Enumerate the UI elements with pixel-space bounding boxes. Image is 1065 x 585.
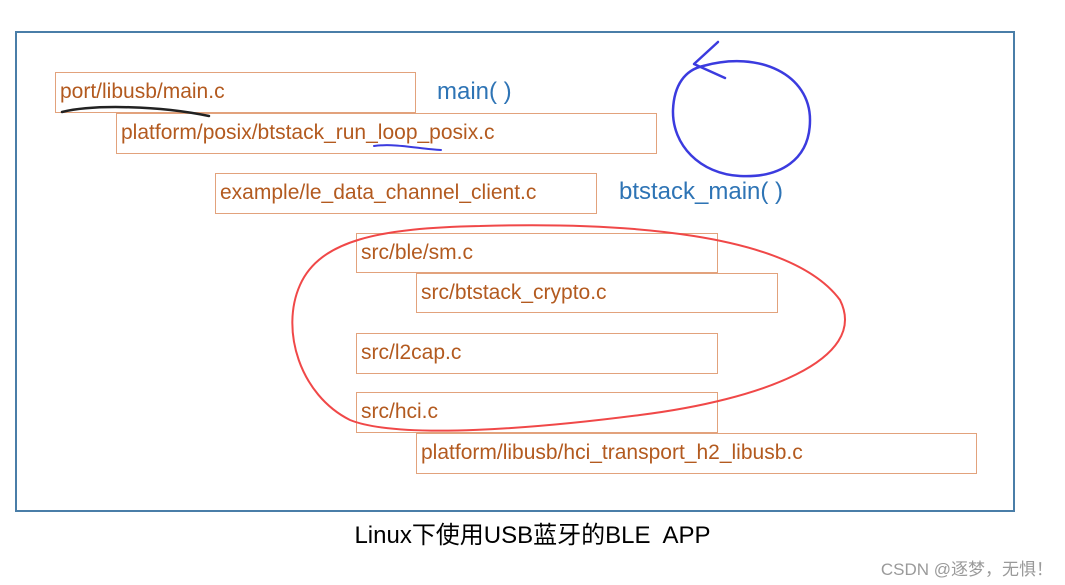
file-box-hci: src/hci.c	[356, 392, 718, 433]
file-box-main: port/libusb/main.c	[55, 72, 416, 113]
red-grouping-ellipse	[291, 224, 846, 432]
black-underline-mark	[60, 105, 211, 118]
blue-loop-arrowhead	[692, 40, 727, 80]
blue-loop-circle	[671, 59, 812, 178]
csdn-watermark: CSDN @逐梦，无惧！	[880, 560, 1053, 579]
diagram-caption: Linux下使用USB蓝牙的BLE APP	[354, 522, 711, 549]
file-box-l2cap: src/l2cap.c	[356, 333, 718, 374]
diagram-frame	[15, 31, 1015, 512]
file-box-example: example/le_data_channel_client.c	[215, 173, 597, 214]
file-box-transport: platform/libusb/hci_transport_h2_libusb.…	[416, 433, 977, 474]
blue-underline-mark	[373, 144, 442, 151]
file-box-crypto: src/btstack_crypto.c	[416, 273, 778, 313]
file-box-sm: src/ble/sm.c	[356, 233, 718, 273]
btstack-main-function-label: btstack_main( )	[619, 178, 784, 205]
file-box-run-loop: platform/posix/btstack_run_loop_posix.c	[116, 113, 657, 154]
main-function-label: main( )	[437, 78, 512, 105]
